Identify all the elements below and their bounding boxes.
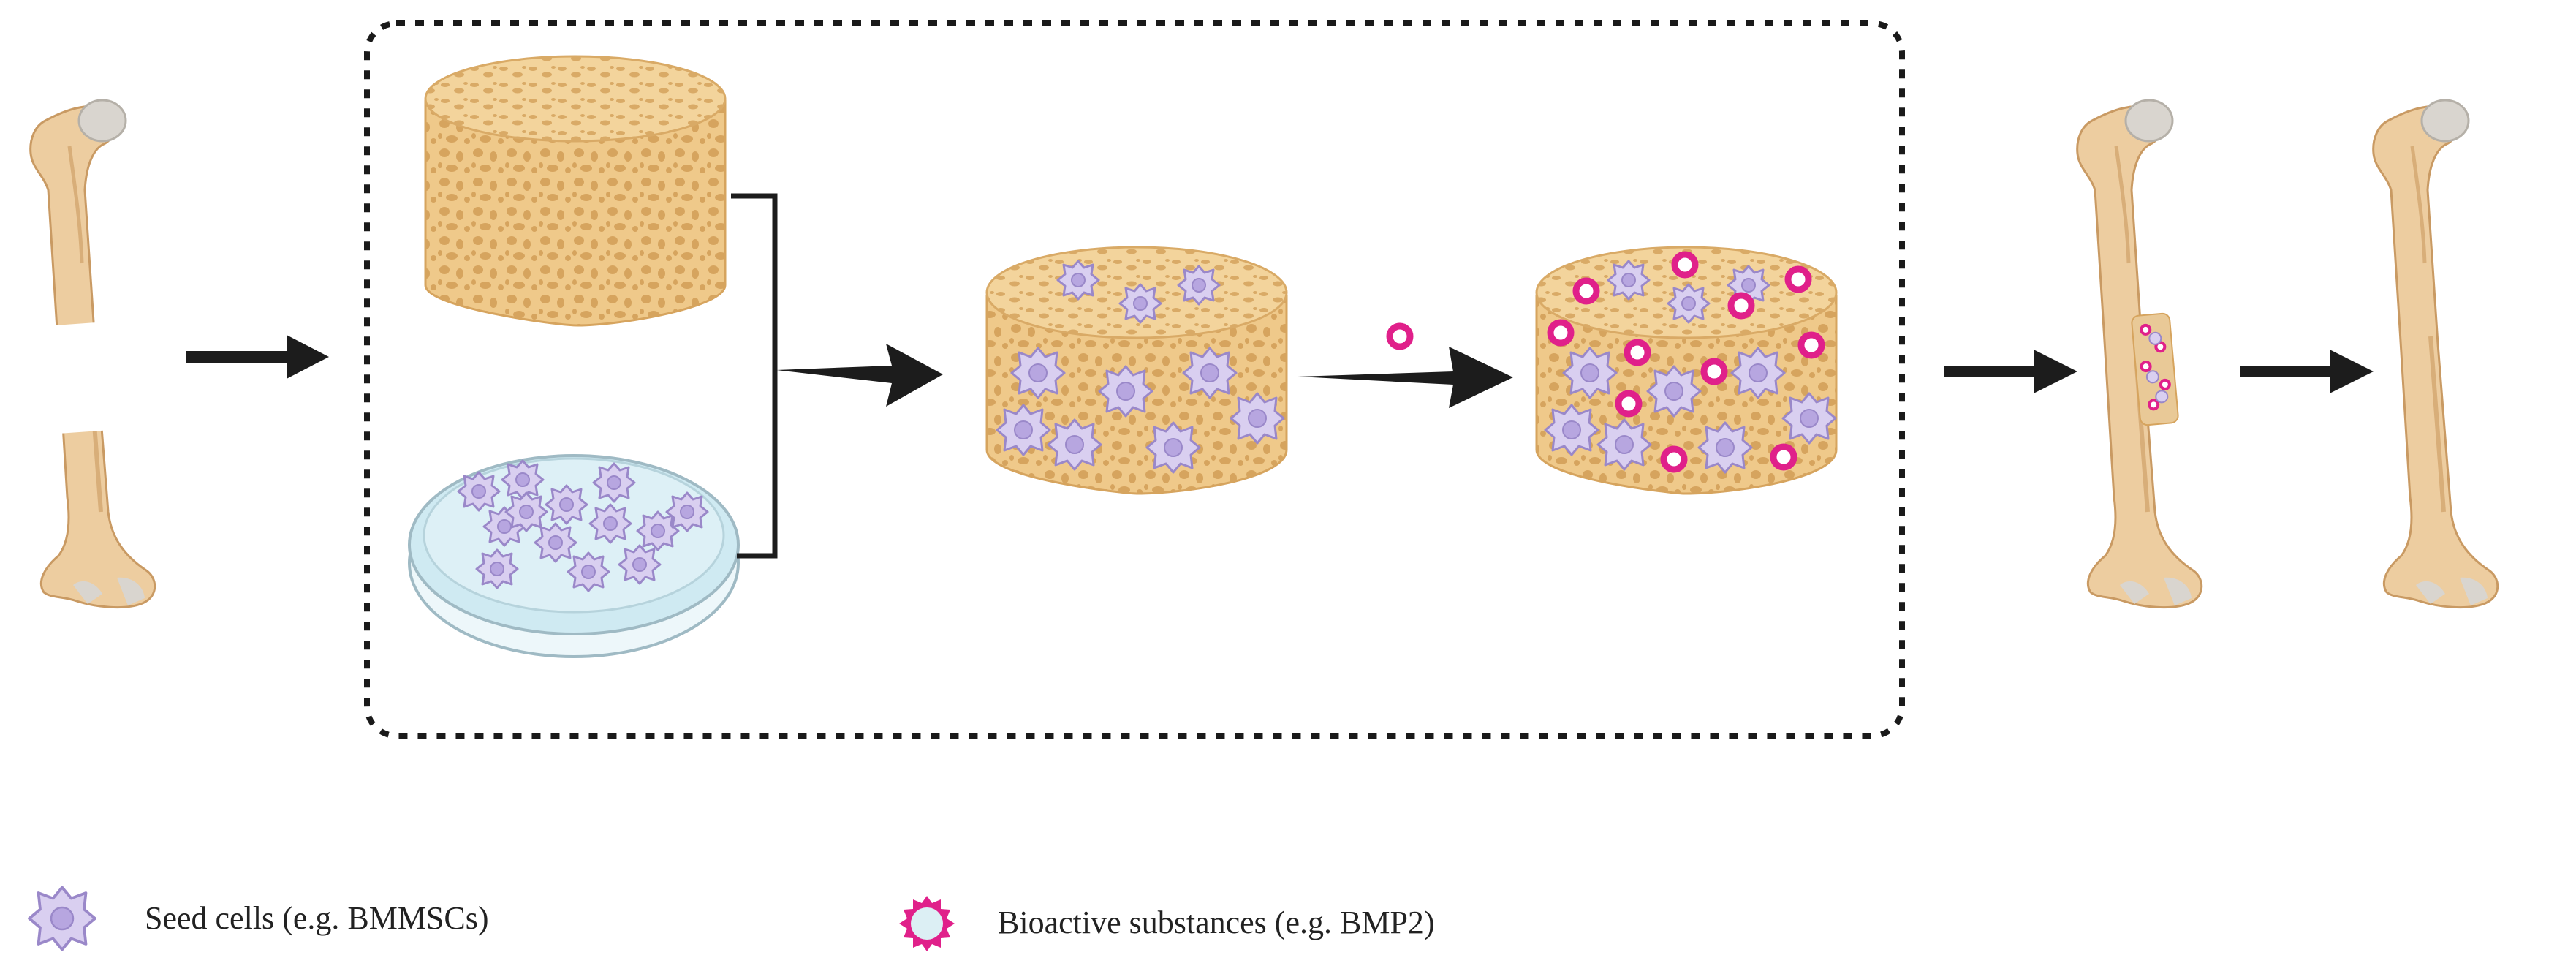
arrow-2 xyxy=(776,344,943,407)
arrow-3 xyxy=(1298,347,1513,408)
scaffold-icon xyxy=(424,55,727,327)
bioactive-substance-icon xyxy=(1390,326,1410,347)
healed-bone-icon xyxy=(2374,100,2498,608)
loaded-scaffold-icon xyxy=(1535,246,1838,495)
seeded-scaffold-icon xyxy=(985,246,1288,495)
arrow-5 xyxy=(2240,350,2374,393)
legend-seed-cells-label: Seed cells (e.g. BMMSCs) xyxy=(145,900,489,936)
petri-dish-icon xyxy=(408,454,740,658)
combine-bracket xyxy=(731,193,778,559)
engineering-frame xyxy=(364,20,1905,739)
arrow-1 xyxy=(186,335,329,379)
arrow-4 xyxy=(1944,350,2077,393)
legend-bioactive-label: Bioactive substances (e.g. BMP2) xyxy=(998,905,1435,940)
fractured-bone-icon xyxy=(31,100,155,608)
implanted-bone-icon xyxy=(2077,100,2202,608)
legend-seed-cell-icon xyxy=(28,886,96,951)
legend-bioactive-icon xyxy=(899,896,955,951)
